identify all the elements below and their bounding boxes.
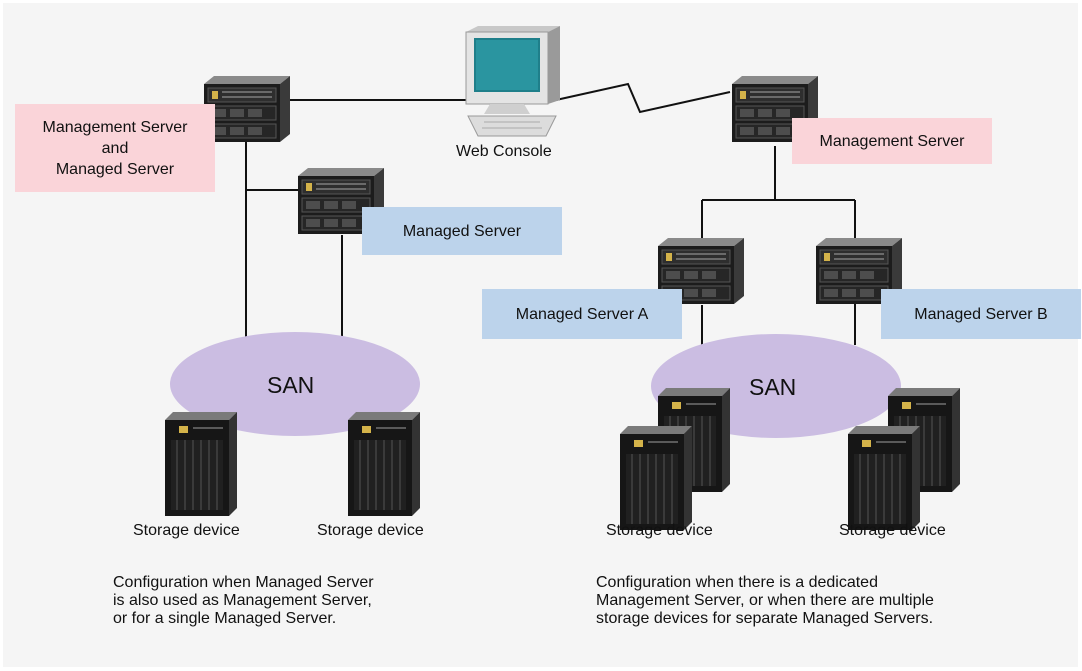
caption-right: Configuration when there is a dedicated … <box>596 574 934 628</box>
connector-lines <box>245 82 856 345</box>
management-server-label: Management Server <box>792 118 992 164</box>
caption-line: storage devices for separate Managed Ser… <box>596 610 934 627</box>
caption-line: Configuration when Managed Server <box>113 574 374 591</box>
label-text: Managed Server B <box>914 305 1048 323</box>
storage-device-icon <box>164 411 238 517</box>
label-text: Managed Server A <box>515 305 649 323</box>
managed-server-a-label: Managed Server A <box>482 289 682 339</box>
web-console-label: Web Console <box>456 143 552 160</box>
storage-device-icon <box>847 425 921 531</box>
san-label-left: SAN <box>267 372 315 398</box>
managed-server-label: Managed Server <box>362 207 562 255</box>
storage-device-label: Storage device <box>317 522 424 539</box>
label-line: Management Server <box>42 118 188 136</box>
storage-device-icon <box>347 411 421 517</box>
caption-line: or for a single Managed Server. <box>113 610 337 627</box>
caption-line: Management Server, or when there are mul… <box>596 592 934 609</box>
storage-device-label: Storage device <box>839 522 946 539</box>
managed-server-b-label: Managed Server B <box>881 289 1081 339</box>
management-and-managed-server-label: Management Server and Managed Server <box>15 104 215 192</box>
label-text: Management Server <box>819 132 965 150</box>
caption-left: Configuration when Managed Server is als… <box>113 574 374 628</box>
caption-line: is also used as Management Server, <box>113 592 372 609</box>
label-line: and <box>101 139 129 157</box>
server-icon <box>203 75 291 143</box>
storage-device-label: Storage device <box>133 522 240 539</box>
san-ellipse-left <box>170 332 420 436</box>
caption-line: Configuration when there is a dedicated <box>596 574 878 591</box>
monitor-icon <box>465 26 560 137</box>
label-line: Managed Server <box>55 160 175 178</box>
san-label-right: SAN <box>749 374 797 400</box>
storage-device-icon <box>619 425 693 531</box>
storage-device-label: Storage device <box>606 522 713 539</box>
label-text: Managed Server <box>402 222 522 240</box>
